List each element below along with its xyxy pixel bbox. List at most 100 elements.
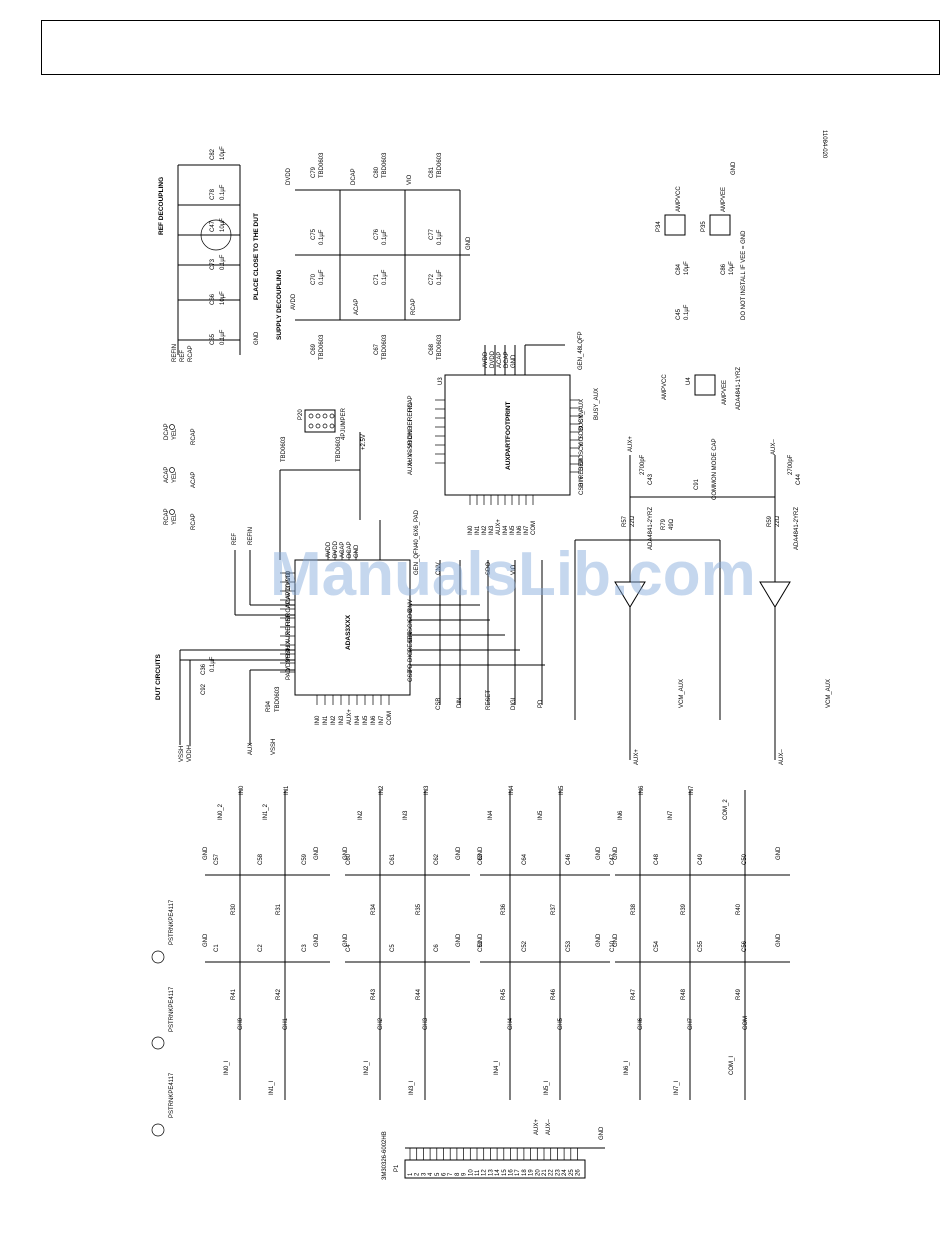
u3-top-pin-label: ACAP [497, 352, 503, 368]
top-cap-label: C61 [390, 853, 396, 865]
in-net-label: IN2 [379, 785, 385, 795]
c70-value: 0.1µF [319, 269, 325, 285]
mid-res-label: R30 [231, 903, 237, 915]
p1-pin-label: 13 [488, 1169, 494, 1176]
c67-value: TBD0603 [382, 334, 388, 360]
watermark: ManualsLib.com [270, 540, 756, 609]
top-cap-label: C46 [566, 853, 572, 865]
dut-sdo: SDO [486, 562, 492, 575]
aux-plus-bottom: AUX+ [634, 749, 640, 765]
c68-label: C68 [429, 343, 435, 355]
u3-left-pin-label: AUX+ [408, 459, 414, 475]
c47-polarized-cap [200, 219, 232, 251]
ref-decoupling-title: REF DECOUPLING [158, 177, 165, 235]
channel-label: CH0 [238, 1017, 244, 1030]
r59-label: R59 [767, 515, 773, 527]
u3-aux-minus: AUX– [771, 439, 777, 455]
in-bus-label: IN4 [488, 810, 494, 820]
dut-bottom-pin-label: IN7 [379, 715, 385, 725]
place-close-note: PLACE CLOSE TO THE DUT [253, 213, 260, 300]
gnd-label: GND [343, 846, 349, 860]
bot-res-label: R49 [736, 988, 742, 1000]
u3-top-pin-label: DCAP [504, 351, 510, 368]
c82-value: 10µF [220, 146, 226, 160]
c43-value: 2700pF [640, 454, 646, 475]
p1-pin-label: 15 [502, 1169, 508, 1176]
p34-header [664, 214, 686, 236]
c75-label: C75 [311, 228, 317, 240]
u3-bottom-pin-label: IN4 [503, 525, 509, 535]
top-cap-label: C57 [214, 853, 220, 865]
in-sense-label: IN5_I [544, 1080, 550, 1095]
top-cap-label: C60 [346, 853, 352, 865]
p1-pin-label: 21 [542, 1169, 548, 1176]
u3-right-pin-label: BUSY_AUX [579, 399, 585, 431]
u3-aux-plus: AUX+ [628, 436, 634, 452]
u4-single [694, 374, 716, 396]
c81-value: TBD0603 [437, 152, 443, 178]
mid-res-label: R34 [371, 903, 377, 915]
rcap-net-2: RCAP [411, 298, 417, 315]
c65-value: 0.1µF [220, 329, 226, 345]
dut-digi: DIGI [511, 697, 517, 710]
u4b-opamp [759, 581, 791, 608]
dut-bottom-pin-label: COM [387, 711, 393, 725]
in-bus-label: IN1_2 [263, 803, 269, 820]
dut-left-pin-label: DVDD [286, 572, 292, 590]
ref-gnd: GND [254, 331, 260, 345]
top-cap-label: C58 [258, 853, 264, 865]
p1-pin-label: 5 [435, 1172, 441, 1176]
ampvee-net: AMPVEE [721, 187, 727, 212]
u4-ampvcc: AMPVCC [662, 374, 668, 400]
c69-label: C69 [311, 343, 317, 355]
test-points-cap: DCAP YEL ACAP YEL RCAP YEL RCAP ACAP RCA… [164, 423, 197, 530]
p1-gnd: GND [599, 1126, 605, 1140]
pstrn-com: PSTRNKPE4117 [169, 899, 175, 945]
gnd-label: GND [456, 846, 462, 860]
input-filter-network [205, 790, 790, 1100]
ref-decoupling-block: REF DECOUPLING SUPPLY DECOUPLING PLACE C… [158, 146, 283, 362]
in-net-label: IN6 [639, 785, 645, 795]
c71-label: C71 [374, 273, 380, 285]
c76-value: 0.1µF [382, 229, 388, 245]
dut-aux-minus: AUX– [248, 739, 254, 755]
p1-pin-label: 10 [468, 1169, 474, 1176]
dut-vio: VIO [511, 564, 517, 575]
u4-ampvee: AMPVEE [722, 380, 728, 405]
top-cap-label: C49 [698, 853, 704, 865]
p1-pin-label: 19 [529, 1169, 535, 1176]
p35-label: P35 [701, 221, 707, 232]
p1-pin-label: 8 [455, 1172, 461, 1176]
mid-cap-label: C54 [654, 940, 660, 952]
top-cap-label: C59 [302, 853, 308, 865]
dut-top-pin-label: GND [354, 544, 360, 558]
u3-right-pin-label: CNV [579, 410, 585, 423]
channel-label: COM [743, 1016, 749, 1030]
in-sense-label: IN2_I [364, 1060, 370, 1075]
r-tbd-top: TBD0603 [281, 436, 287, 462]
u3-bottom-pin-label: AUX+ [496, 519, 502, 535]
channel-label: CH2 [378, 1017, 384, 1030]
figure-id: 11084-020 [821, 130, 827, 159]
p1-part: 3M30326-6002HB [382, 1131, 388, 1180]
u3-left-pin-label: RCAP [408, 395, 414, 412]
r79-label: R79 [661, 518, 667, 530]
amp-supply-block: P34 P35 AMPVCC AMPVEE GND DO NOT INSTALL… [656, 161, 747, 410]
gnd-label: GND [478, 933, 484, 947]
u3-bottom-pin-label: IN2 [482, 525, 488, 535]
dut-top-pin-label: DVDD [333, 540, 339, 558]
p1-pin-label: 2 [415, 1172, 421, 1176]
dut-right-pin-label: SDO [408, 609, 414, 622]
bot-res-label: R46 [551, 988, 557, 1000]
in-net-label: IN0 [239, 785, 245, 795]
u3-top-pin-label: DVDD [490, 350, 496, 368]
ref-net: REF [180, 350, 186, 362]
dut-left-pin-label: AVDD [286, 582, 292, 599]
top-cap-label: C63 [478, 853, 484, 865]
dut-cnv: CNV [436, 562, 442, 575]
dut-bottom-pin-label: IN1 [323, 715, 329, 725]
dut-right-pin-label: DIN [408, 632, 414, 642]
c91-label: C91 [694, 478, 700, 490]
rcap-tp: RCAP [164, 508, 170, 525]
